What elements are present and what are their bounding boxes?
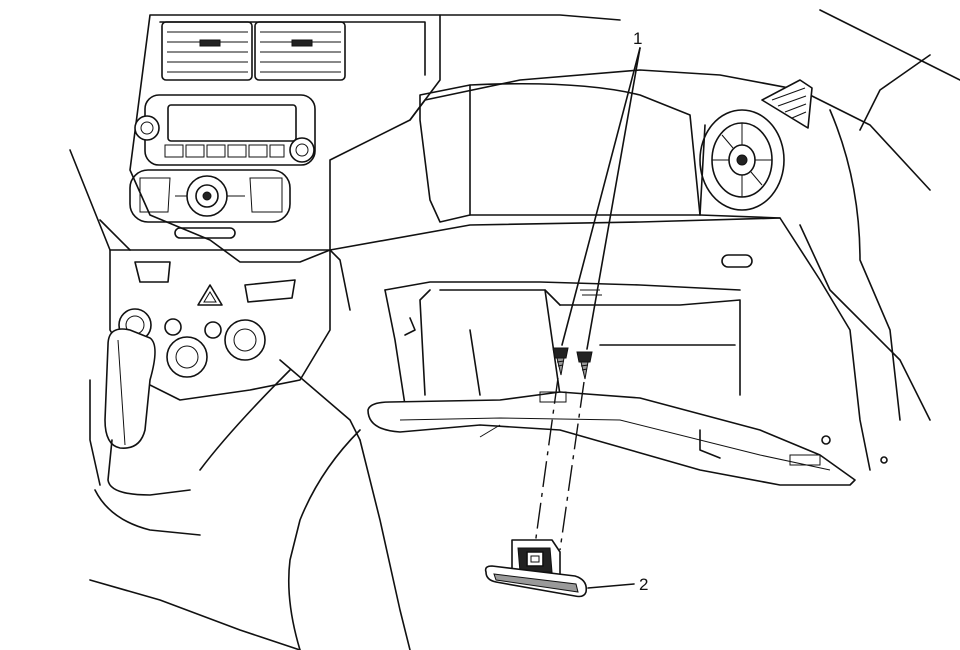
installation-lines [534, 377, 585, 551]
passenger-air-vent [699, 109, 785, 216]
callout-label-2: 2 [639, 575, 648, 594]
callout-2: 2 [587, 575, 648, 594]
gear-shifter [89, 328, 201, 536]
glove-box-latch [484, 539, 588, 598]
center-stack [69, 14, 441, 536]
instrument-panel [89, 9, 960, 650]
side-window-vent [761, 79, 813, 129]
screw-right [576, 351, 593, 380]
radio-unit [134, 94, 316, 166]
audio-controls [129, 169, 291, 239]
latch-screws [552, 347, 593, 380]
glove-box [367, 281, 888, 486]
screw-left [552, 347, 569, 376]
center-air-vents [161, 21, 346, 81]
callout-label-1: 1 [633, 29, 642, 48]
callout-1: 1 [561, 29, 642, 350]
